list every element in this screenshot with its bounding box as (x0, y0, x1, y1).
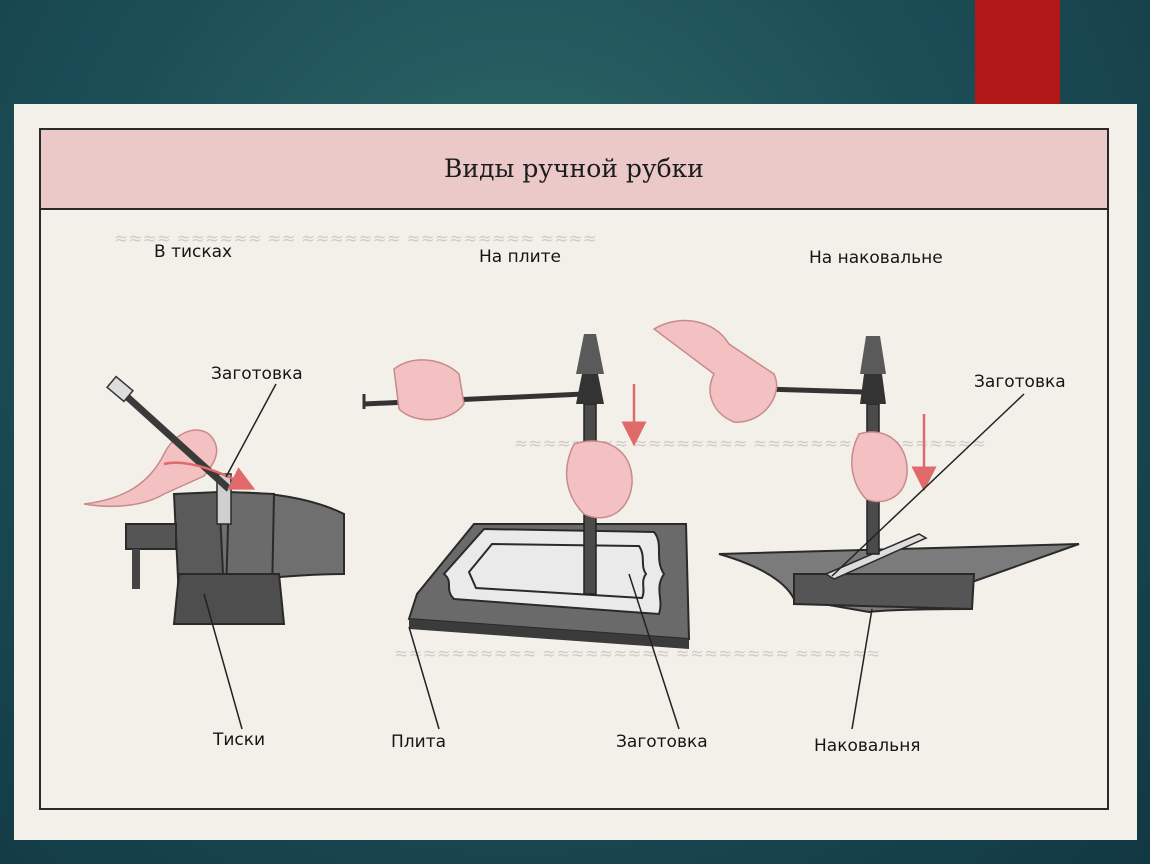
figure-frame: Виды ручной рубки (39, 128, 1109, 810)
vise-heading: В тисках (154, 242, 233, 262)
anvil-workpiece (824, 533, 928, 580)
chisel-head (106, 375, 134, 403)
anvil-hand-hammer (652, 319, 778, 423)
anvil-heading: На наковальне (809, 248, 943, 268)
plate-hammer-peen (576, 334, 604, 374)
plate-workpiece-label: Заготовка (616, 732, 708, 752)
figure-title: Виды ручной рубки (444, 154, 704, 183)
anvil-workpiece-leader (831, 393, 1025, 577)
anvil-hammer-handle (763, 386, 865, 395)
title-band: Виды ручной рубки (41, 130, 1107, 210)
red-accent-block (975, 0, 1060, 104)
plate-hand-hammer (393, 359, 465, 421)
vise-scene (83, 375, 345, 730)
plate-scene (362, 334, 691, 730)
vise-chisel (121, 391, 232, 492)
anvil-workpiece-label: Заготовка (974, 372, 1066, 392)
scanned-page: ≈≈≈≈ ≈≈≈≈≈≈ ≈≈ ≈≈≈≈≈≈≈ ≈≈≈≈≈≈≈≈≈ ≈≈≈≈ ≈≈… (14, 104, 1137, 840)
anvil-hammer-peen (860, 336, 886, 374)
anvil-scene (652, 319, 1080, 730)
plate-workpiece-leader (628, 573, 680, 730)
anvil-hammer-head (860, 374, 886, 404)
vise-workpiece-leader (225, 383, 277, 478)
vise-screw (125, 523, 177, 550)
plate-tool-leader (408, 626, 440, 730)
plate-heading: На плите (479, 247, 561, 267)
vise-base (172, 573, 286, 625)
vise-workpiece-label: Заготовка (211, 364, 303, 384)
anvil-body (793, 573, 976, 611)
plate-hand-chisel (565, 440, 633, 519)
anvil-tool-leader (851, 608, 873, 730)
illustration (83, 319, 1080, 730)
bleed-through-text: ≈≈≈≈≈≈≈≈≈≈ ≈≈≈≈≈≈≈≈≈ ≈≈≈≈≈≈≈≈ ≈≈≈≈≈≈ (394, 644, 881, 664)
vise-tool-label: Тиски (213, 730, 266, 750)
bleed-through-text: ≈≈≈≈ ≈≈≈≈≈≈ ≈≈ ≈≈≈≈≈≈≈ ≈≈≈≈≈≈≈≈≈ ≈≈≈≈ (114, 229, 597, 249)
vise-tool-leader (203, 593, 243, 730)
anvil-tool-label: Наковальня (814, 736, 921, 756)
plate-workpiece (442, 527, 666, 616)
plate-hammer-head (576, 374, 604, 404)
plate-edge (409, 619, 689, 649)
anvil-hand-chisel (851, 431, 908, 503)
plate-tool-label: Плита (391, 732, 447, 752)
vise-handle (132, 549, 140, 589)
vise-direction-arrow (163, 461, 256, 490)
